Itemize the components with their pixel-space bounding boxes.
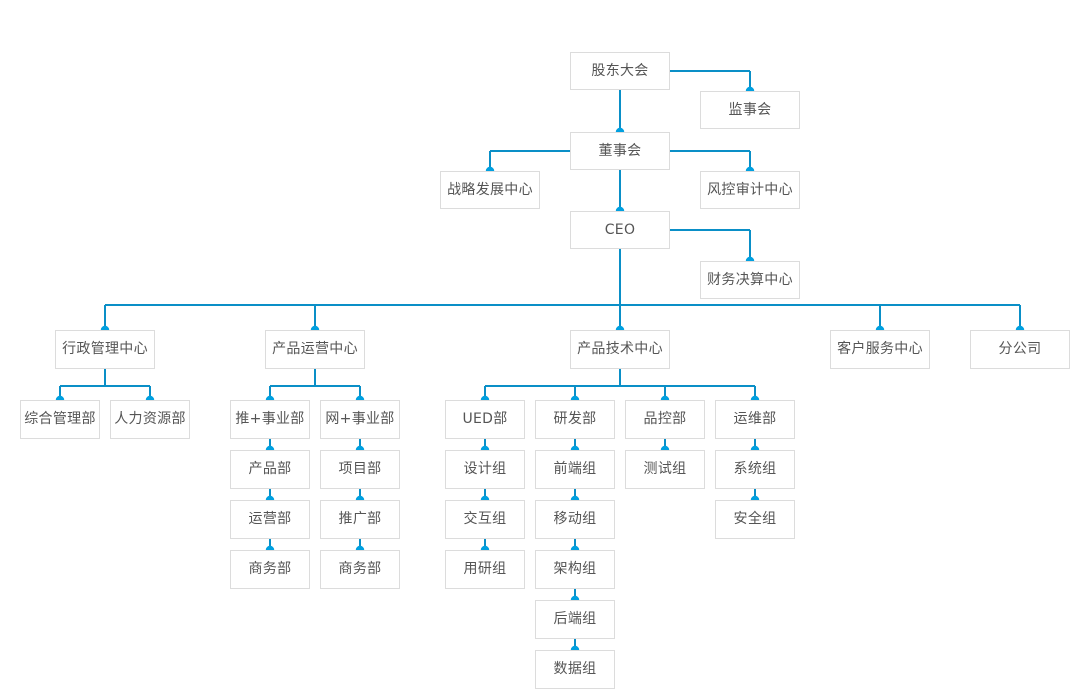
org-node-n22[interactable]: 商务部 [320,550,400,589]
org-node-n30[interactable]: 架构组 [535,550,615,589]
org-node-n23[interactable]: UED部 [445,400,525,439]
org-node-label: 测试组 [643,461,687,478]
org-node-n32[interactable]: 数据组 [535,650,615,689]
org-node-label: UED部 [462,411,508,428]
org-node-label: 产品技术中心 [577,341,663,358]
org-node-n28[interactable]: 前端组 [535,450,615,489]
org-node-label: 战略发展中心 [447,181,533,198]
org-node-label: 网+事业部 [325,411,395,428]
org-node-label: 系统组 [733,461,777,478]
org-node-n7[interactable]: 财务决算中心 [700,261,800,299]
org-node-n13[interactable]: 综合管理部 [20,400,100,439]
org-node-n11[interactable]: 客户服务中心 [830,330,930,369]
org-node-n9[interactable]: 产品运营中心 [265,330,365,369]
org-node-n2[interactable]: 监事会 [700,91,800,129]
org-node-label: 董事会 [598,142,642,159]
org-node-label: 品控部 [643,411,687,428]
org-node-n10[interactable]: 产品技术中心 [570,330,670,369]
org-node-label: 交互组 [463,511,507,528]
org-node-label: 监事会 [728,101,772,118]
org-node-n19[interactable]: 网+事业部 [320,400,400,439]
org-node-label: 分公司 [998,341,1042,358]
org-node-label: CEO [604,221,636,238]
org-node-n18[interactable]: 商务部 [230,550,310,589]
org-node-n24[interactable]: 设计组 [445,450,525,489]
org-node-label: 用研组 [463,561,507,578]
org-node-n34[interactable]: 测试组 [625,450,705,489]
org-node-label: 商务部 [338,561,382,578]
org-node-label: 推广部 [338,511,382,528]
org-node-label: 项目部 [338,461,382,478]
org-node-label: 运维部 [733,411,777,428]
org-node-n31[interactable]: 后端组 [535,600,615,639]
org-node-label: 前端组 [553,461,597,478]
org-node-label: 人力资源部 [114,411,186,428]
org-node-label: 财务决算中心 [707,271,793,288]
org-node-n14[interactable]: 人力资源部 [110,400,190,439]
org-node-n33[interactable]: 品控部 [625,400,705,439]
org-node-n15[interactable]: 推+事业部 [230,400,310,439]
org-node-n21[interactable]: 推广部 [320,500,400,539]
org-node-label: 设计组 [463,461,507,478]
org-node-label: 安全组 [733,511,777,528]
org-node-label: 移动组 [553,511,597,528]
org-node-n8[interactable]: 行政管理中心 [55,330,155,369]
org-node-n26[interactable]: 用研组 [445,550,525,589]
org-node-n25[interactable]: 交互组 [445,500,525,539]
org-node-label: 推+事业部 [235,411,305,428]
org-node-label: 股东大会 [591,62,649,79]
org-node-n5[interactable]: 风控审计中心 [700,171,800,209]
org-node-label: 运营部 [248,511,292,528]
org-node-label: 商务部 [248,561,292,578]
org-node-label: 客户服务中心 [837,341,923,358]
org-node-label: 架构组 [553,561,597,578]
org-node-n37[interactable]: 安全组 [715,500,795,539]
org-node-n6[interactable]: CEO [570,211,670,249]
org-node-n17[interactable]: 运营部 [230,500,310,539]
org-node-label: 研发部 [553,411,597,428]
org-node-label: 行政管理中心 [62,341,148,358]
org-node-label: 后端组 [553,611,597,628]
org-node-n29[interactable]: 移动组 [535,500,615,539]
org-node-label: 风控审计中心 [707,181,793,198]
org-node-n36[interactable]: 系统组 [715,450,795,489]
org-node-n1[interactable]: 股东大会 [570,52,670,90]
org-node-label: 综合管理部 [24,411,96,428]
org-node-n12[interactable]: 分公司 [970,330,1070,369]
org-node-n27[interactable]: 研发部 [535,400,615,439]
org-node-label: 产品部 [248,461,292,478]
org-node-n4[interactable]: 战略发展中心 [440,171,540,209]
org-node-label: 数据组 [553,661,597,678]
org-node-n35[interactable]: 运维部 [715,400,795,439]
org-node-n16[interactable]: 产品部 [230,450,310,489]
org-node-n3[interactable]: 董事会 [570,132,670,170]
org-node-n20[interactable]: 项目部 [320,450,400,489]
org-node-label: 产品运营中心 [272,341,358,358]
